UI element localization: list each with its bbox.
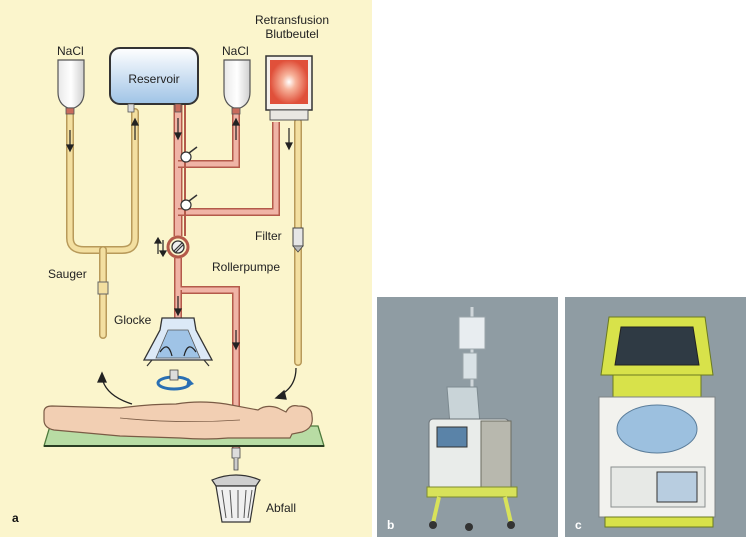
diagram-panel-a: NaCl Reservoir NaCl Retransfusion Blutbe… — [0, 0, 372, 537]
retransfusion-blood-bag — [265, 55, 313, 121]
patient-figure — [43, 401, 313, 440]
filter-icon — [292, 227, 304, 253]
label-nacl-right: NaCl — [222, 44, 249, 58]
label-retransfusion: Retransfusion — [255, 13, 329, 27]
label-sauger: Sauger — [48, 267, 87, 281]
waste-bucket-icon — [211, 474, 261, 523]
label-reservoir: Reservoir — [128, 72, 179, 86]
bidirectional-arrow-icon — [153, 236, 168, 258]
flow-arrows — [66, 117, 293, 351]
clamp-icon — [180, 194, 198, 211]
suction-handle — [97, 281, 109, 295]
label-abfall: Abfall — [266, 501, 296, 515]
photo-panel-c: c — [565, 297, 746, 537]
panel-letter-c: c — [575, 518, 582, 532]
reservoir-container — [109, 47, 199, 113]
blood-tubing — [173, 104, 280, 448]
panel-letter-b: b — [387, 518, 394, 532]
nacl-bottle-right — [223, 59, 251, 115]
centrifuge-bell — [142, 317, 214, 367]
label-blutbeutel: Blutbeutel — [265, 27, 318, 41]
panel-letter-a: a — [12, 511, 19, 525]
label-nacl-left: NaCl — [57, 44, 84, 58]
rotation-arrow-icon — [156, 369, 194, 391]
label-glocke: Glocke — [114, 313, 152, 327]
waste-connector — [231, 447, 241, 471]
clamp-icon — [180, 146, 198, 163]
device-photo-c: c — [565, 297, 746, 537]
photo-panel-b: b — [377, 297, 558, 537]
roller-pump — [166, 235, 190, 259]
cell-saver-schematic: NaCl Reservoir NaCl Retransfusion Blutbe… — [12, 13, 329, 525]
curved-arrows — [96, 367, 297, 405]
device-photo-b: b — [377, 297, 558, 537]
label-rollerpumpe: Rollerpumpe — [212, 260, 280, 274]
nacl-bottle-left — [57, 59, 85, 115]
label-filter: Filter — [255, 229, 282, 243]
